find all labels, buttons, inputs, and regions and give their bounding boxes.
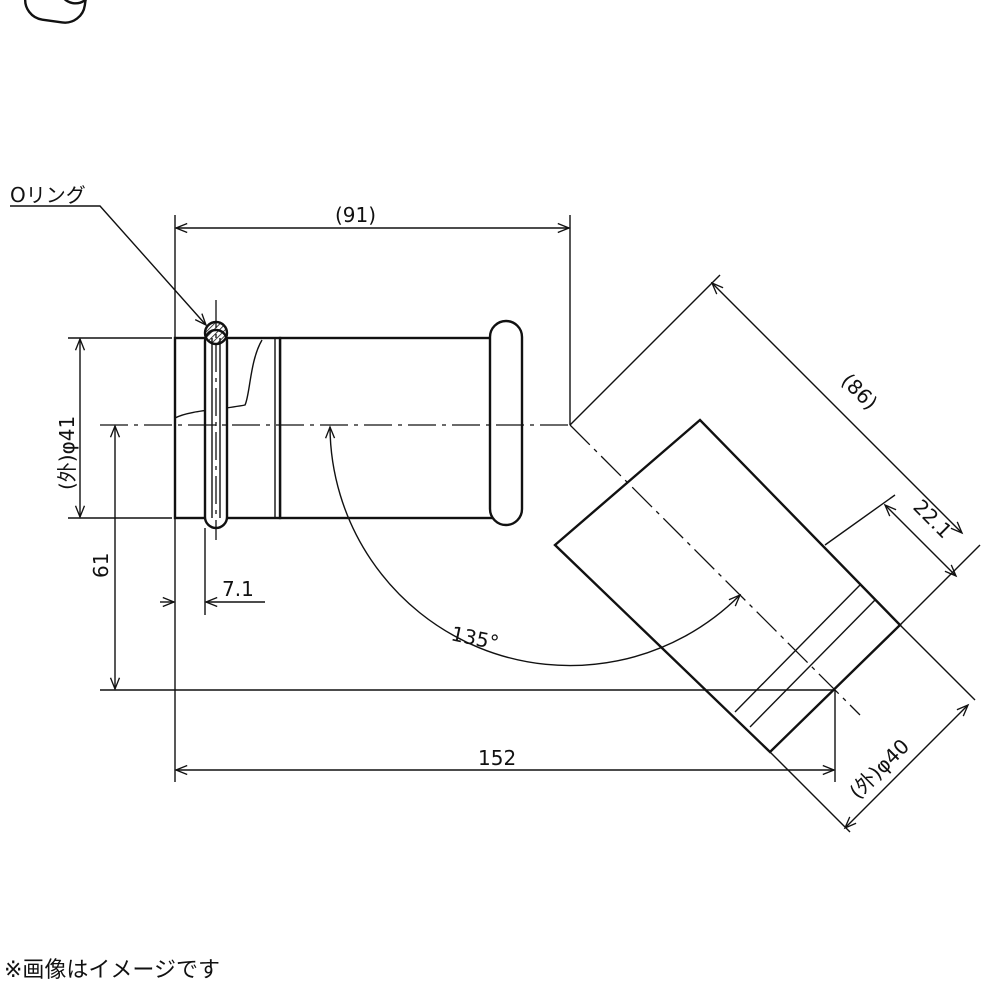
o-ring-label: Oリング: [10, 183, 86, 207]
image-disclaimer: ※画像はイメージです: [4, 958, 220, 983]
angle-135-label: 135°: [449, 621, 501, 654]
bellows-fold: [58, 0, 126, 5]
dim-91-label: (91): [335, 203, 376, 227]
dim-152-label: 152: [478, 746, 516, 770]
dim-86-label: (86): [836, 369, 882, 415]
dim-7-1-label: 7.1: [222, 577, 254, 601]
dim-outer-41-label: (外)φ41: [55, 416, 79, 490]
bellows-fold: [488, 319, 524, 527]
dim-61-label: 61: [89, 553, 113, 578]
